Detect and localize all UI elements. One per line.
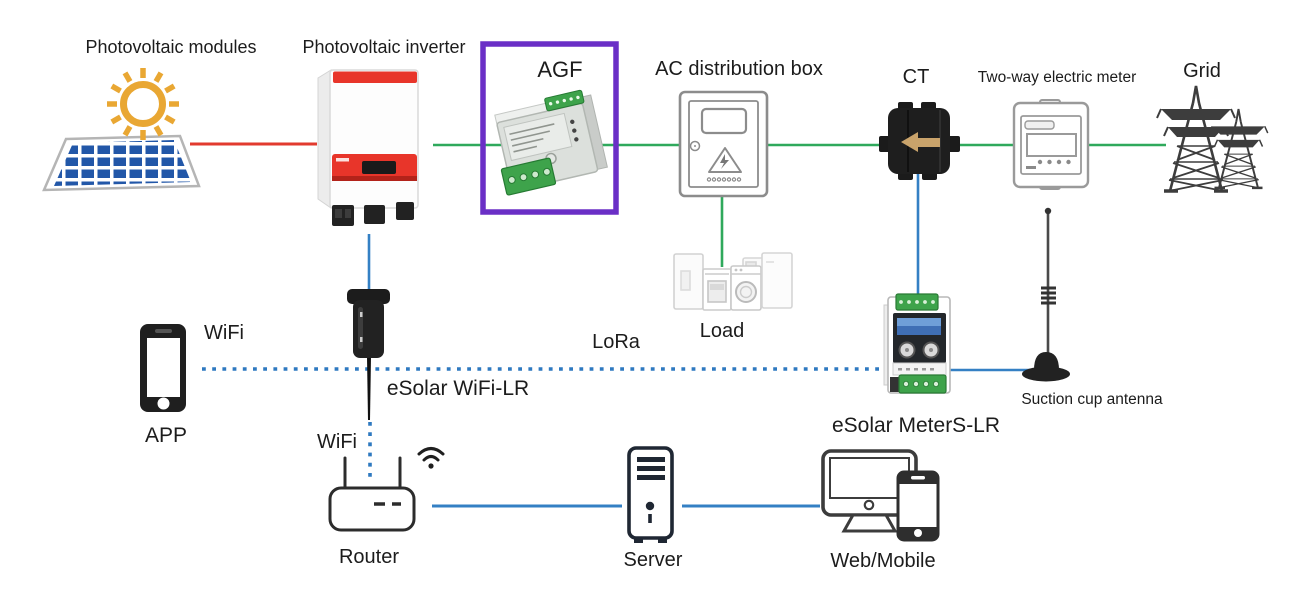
label-pv-modules: Photovoltaic modules bbox=[85, 37, 257, 57]
suction-cup-antenna-icon bbox=[1022, 207, 1070, 382]
esolar-wifi-lr-icon bbox=[347, 289, 390, 420]
pv-inverter-icon bbox=[317, 69, 419, 226]
label-agf: AGF bbox=[537, 57, 583, 82]
two-way-meter-icon bbox=[1012, 99, 1090, 190]
router-icon bbox=[328, 456, 416, 532]
wifi-signal-icon bbox=[417, 447, 445, 469]
web-mobile-icon bbox=[821, 449, 940, 542]
label-two-way-meter: Two-way electric meter bbox=[977, 69, 1137, 86]
label-lora: LoRa bbox=[592, 331, 640, 353]
label-grid: Grid bbox=[1183, 60, 1221, 82]
label-wifi-router: WiFi bbox=[317, 431, 357, 453]
grid-pylons-icon bbox=[1156, 85, 1270, 193]
label-router: Router bbox=[338, 546, 400, 568]
ac-distribution-box-icon bbox=[678, 90, 769, 198]
label-ac-box: AC distribution box bbox=[655, 58, 823, 80]
ct-clamp-icon bbox=[879, 102, 960, 180]
label-web-mobile: Web/Mobile bbox=[830, 550, 936, 572]
label-load: Load bbox=[699, 320, 745, 342]
sun-icon bbox=[107, 68, 179, 140]
label-suction-antenna: Suction cup antenna bbox=[1021, 391, 1163, 408]
server-icon bbox=[627, 446, 674, 543]
label-app: APP bbox=[144, 424, 188, 447]
esolar-meters-lr-icon bbox=[883, 293, 951, 394]
label-pv-inverter: Photovoltaic inverter bbox=[302, 37, 466, 57]
label-server: Server bbox=[623, 549, 683, 571]
solar-panel-icon bbox=[42, 134, 201, 192]
agf-device-icon bbox=[494, 89, 608, 196]
app-phone-icon bbox=[140, 324, 186, 412]
label-wifi-app: WiFi bbox=[204, 322, 244, 344]
agf-highlight-box bbox=[480, 41, 619, 215]
label-ct: CT bbox=[902, 66, 930, 88]
load-appliances-icon bbox=[673, 252, 793, 311]
label-esolar-meters-lr: eSolar MeterS-LR bbox=[831, 414, 1001, 437]
label-esolar-wifi-lr: eSolar WiFi-LR bbox=[386, 377, 530, 400]
